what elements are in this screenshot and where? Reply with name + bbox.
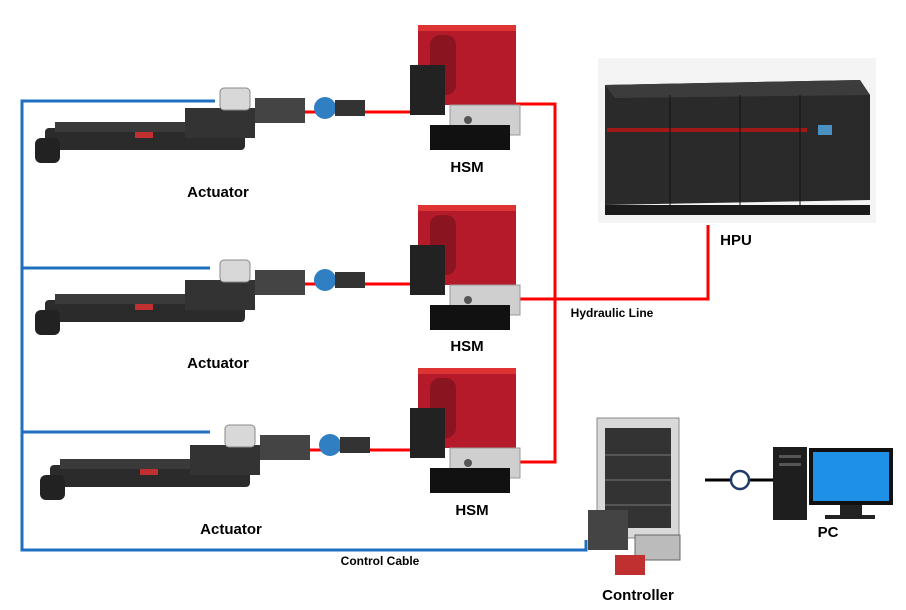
controller-label: Controller [602, 587, 674, 604]
controller-unit [588, 417, 681, 575]
actuator-3 [39, 424, 371, 501]
actuator-1 [34, 87, 366, 164]
hsm-2-label: HSM [450, 338, 484, 355]
hsm-2 [409, 204, 521, 331]
network-link [705, 469, 775, 491]
control-cable [20, 99, 588, 552]
pc-label: PC [817, 524, 839, 541]
hpu-unit [598, 58, 876, 223]
control-cable-label: Control Cable [340, 554, 420, 568]
hpu-label: HPU [720, 232, 752, 249]
actuator-3-label: Actuator [200, 521, 262, 538]
actuator-1-label: Actuator [187, 184, 249, 201]
hydraulic-line-label: Hydraulic Line [570, 306, 654, 320]
pc-unit [773, 447, 893, 520]
hsm-3 [409, 367, 521, 494]
hsm-1 [409, 24, 521, 151]
hsm-1-label: HSM [450, 159, 484, 176]
actuator-2-label: Actuator [187, 355, 249, 372]
actuator-2 [34, 259, 366, 336]
hsm-3-label: HSM [455, 502, 489, 519]
